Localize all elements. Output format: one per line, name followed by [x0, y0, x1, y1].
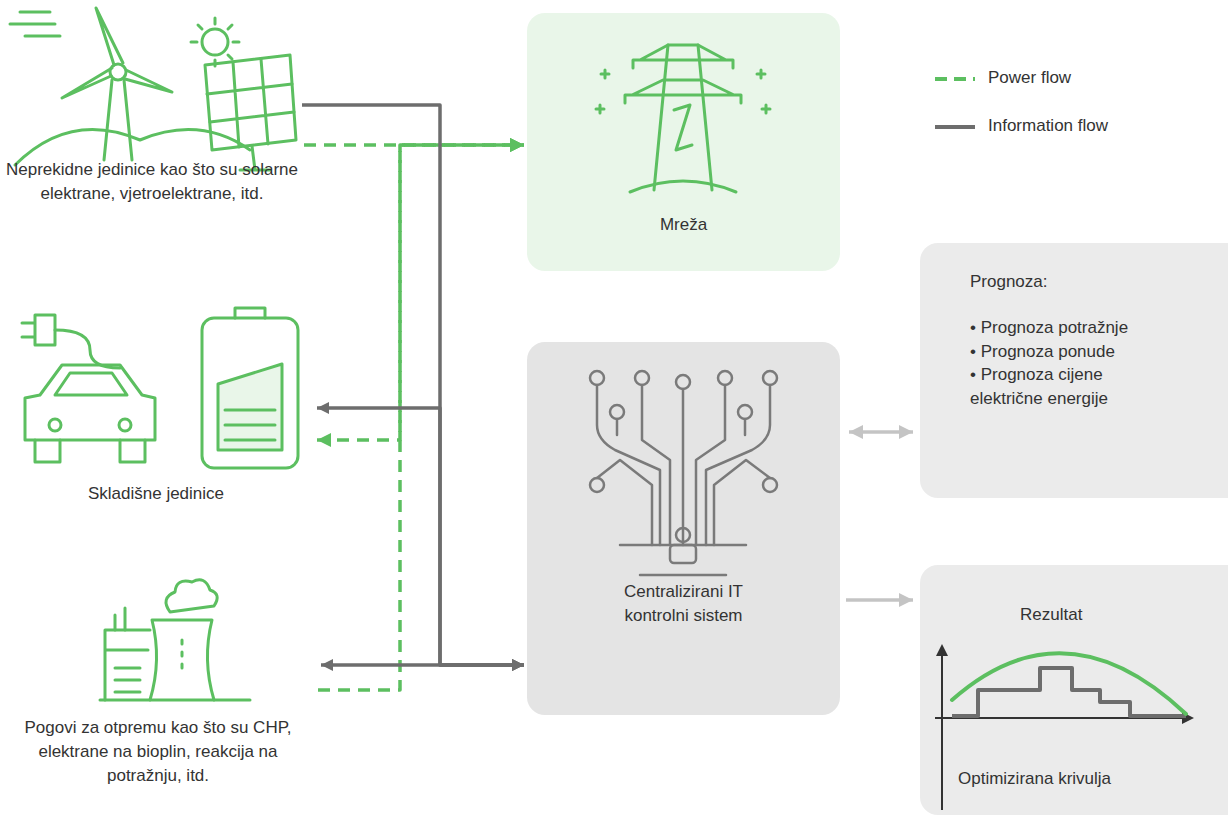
legend-text: Information flow — [988, 116, 1108, 136]
node-title: Centralizirani IT kontrolni sistem — [597, 580, 770, 628]
storage-icon — [22, 308, 298, 468]
node-title: Rezultat — [1020, 603, 1082, 627]
info-connector — [302, 105, 524, 665]
forecast-panel — [920, 243, 1228, 498]
dispatch-node: Pogovi za otpremu kao što su CHP, elektr… — [0, 570, 316, 816]
node-text: • Prognoza ponude — [970, 340, 1216, 364]
control-panel — [527, 342, 840, 715]
node-text: • Prognoza cijene električne energije — [970, 363, 1170, 411]
node-title: Prognoza: — [970, 270, 1216, 294]
info-connector — [321, 663, 524, 667]
info-connector — [317, 408, 524, 665]
light-connector — [846, 598, 913, 602]
node-title: Skladišne jedinice — [4, 482, 308, 506]
node-text: Optimizirana krivulja — [958, 767, 1111, 791]
legend-power-sample — [935, 77, 975, 81]
node-title: Pogovi za otpremu kao što su CHP, elektr… — [4, 716, 312, 787]
result-panel — [920, 565, 1228, 815]
node-text: • Prognoza potražnje — [970, 316, 1216, 340]
pylon-icon — [596, 45, 770, 192]
result-chart — [935, 644, 1194, 810]
renewables-icon — [10, 8, 296, 170]
light-connector — [849, 430, 913, 434]
control-box: Centralizirani IT kontrolni sistem — [527, 342, 840, 715]
node-title: Mreža — [537, 213, 830, 237]
power-connector — [318, 145, 524, 690]
result-box: RezultatOptimizirana krivulja — [920, 565, 1228, 815]
plant-icon — [100, 580, 250, 700]
control-tree-icon — [590, 371, 777, 575]
power-connector — [317, 145, 524, 440]
forecast-box: Prognoza:• Prognoza potražnje• Prognoza … — [920, 243, 1228, 498]
grid-panel — [527, 13, 840, 271]
renewables-node: Neprekidne jedinice kao što su solarne e… — [2, 0, 302, 256]
node-title: Neprekidne jedinice kao što su solarne e… — [6, 158, 298, 206]
grid-box: Mreža — [527, 13, 840, 271]
legend-text: Power flow — [988, 68, 1071, 88]
legend-info-sample — [935, 125, 975, 129]
storage-node: Skladišne jedinice — [0, 300, 312, 512]
